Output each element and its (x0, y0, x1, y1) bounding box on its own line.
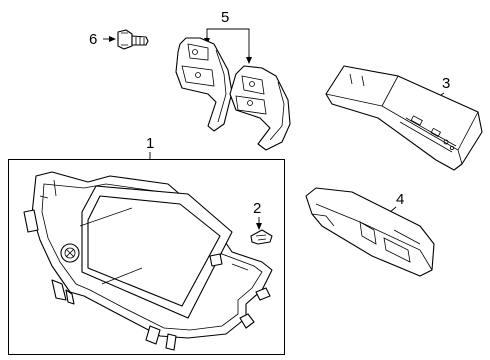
callout-6: 6 (89, 31, 97, 48)
bracket-right (229, 65, 291, 151)
control-unit-body (325, 65, 483, 171)
clip-body (250, 229, 273, 245)
part-5-brackets: 5 (175, 9, 291, 151)
part-1-box (8, 159, 285, 355)
callout-2: 2 (253, 200, 261, 217)
screen-display (87, 195, 221, 307)
part-4-module: 4 (305, 187, 435, 277)
module-body (305, 187, 435, 277)
callout-4: 4 (396, 191, 404, 208)
bottom-lug (145, 325, 161, 345)
callout-1: 1 (146, 135, 154, 152)
part-6-screw: 6 (89, 29, 149, 50)
part-1-display-assembly: 1 (8, 135, 285, 355)
callout-5: 5 (221, 9, 229, 26)
callout-3: 3 (442, 75, 450, 92)
side-tab-left (23, 209, 39, 233)
part-3-control-unit: 3 (325, 65, 483, 171)
part-2-clip: 2 (250, 200, 273, 245)
screw-head (117, 29, 133, 50)
